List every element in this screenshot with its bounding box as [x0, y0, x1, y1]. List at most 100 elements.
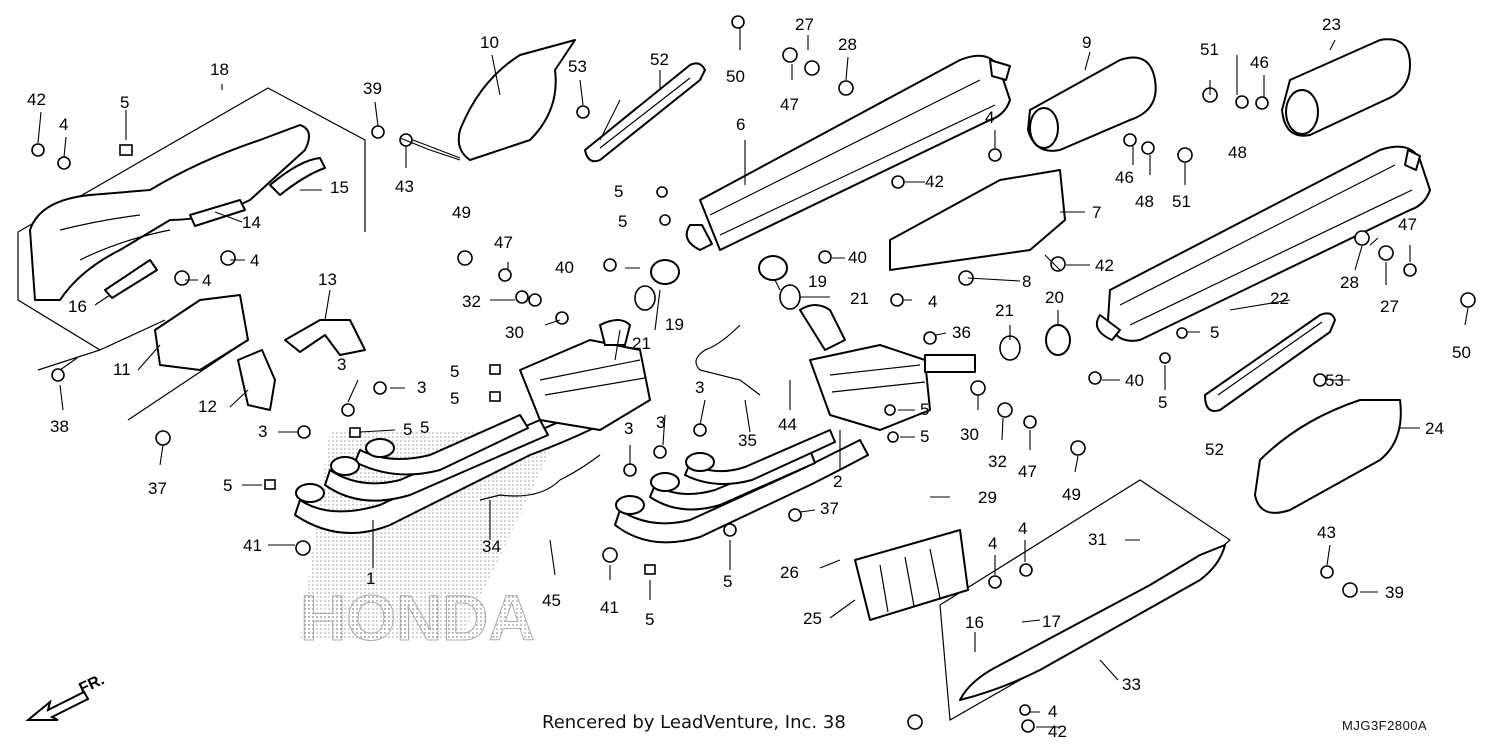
label-43b: 43	[1317, 523, 1336, 542]
label-17: 17	[1042, 612, 1061, 631]
label-25: 25	[803, 609, 822, 628]
label-5d: 5	[920, 400, 929, 419]
label-8: 8	[1022, 272, 1031, 291]
label-39: 39	[363, 79, 382, 98]
label-28: 28	[838, 35, 857, 54]
brackets	[99, 294, 366, 421]
label-36: 36	[952, 323, 971, 342]
label-5m: 5	[450, 389, 459, 408]
label-5g: 5	[645, 610, 654, 629]
label-40b: 40	[848, 248, 867, 267]
label-4c: 4	[988, 534, 997, 553]
cover-9	[1027, 56, 1157, 152]
label-30: 30	[960, 425, 979, 444]
label-16b: 16	[68, 297, 87, 316]
label-14: 14	[242, 213, 261, 232]
label-5l: 5	[450, 362, 459, 381]
label-5n: 5	[420, 418, 429, 437]
label-31: 31	[1088, 530, 1107, 549]
label-43: 43	[395, 177, 414, 196]
guard-10	[457, 39, 576, 161]
label-5k: 5	[618, 212, 627, 231]
label-51: 51	[1200, 40, 1219, 59]
label-35: 35	[738, 431, 757, 450]
label-20: 20	[1045, 288, 1064, 307]
label-40c: 40	[555, 258, 574, 277]
label-4e: 4	[1048, 702, 1057, 721]
label-47: 47	[780, 95, 799, 114]
watermark-text: HONDA	[300, 582, 535, 654]
label-3c: 3	[624, 419, 633, 438]
label-27b: 27	[1380, 297, 1399, 316]
label-29: 29	[978, 488, 997, 507]
grille-52-bottom	[1204, 312, 1336, 412]
clamp-19	[650, 255, 788, 285]
label-12: 12	[198, 397, 217, 416]
heat-shield-18	[17, 87, 366, 371]
cover-23	[1281, 38, 1411, 137]
muffler-22	[1096, 145, 1431, 342]
label-28b: 28	[1340, 273, 1359, 292]
label-53b: 53	[1325, 371, 1344, 390]
label-47c: 47	[1018, 462, 1037, 481]
label-30b: 30	[505, 323, 524, 342]
label-33: 33	[1122, 675, 1141, 694]
label-46b: 46	[1115, 168, 1134, 187]
label-42c: 42	[1095, 256, 1114, 275]
label-50: 50	[726, 67, 745, 86]
label-4b: 4	[985, 108, 994, 127]
label-42d: 42	[1048, 722, 1067, 741]
label-9: 9	[1082, 33, 1091, 52]
label-34: 34	[482, 537, 501, 556]
label-50b: 50	[1452, 343, 1471, 362]
label-5h: 5	[223, 476, 232, 495]
label-1: 1	[366, 569, 375, 588]
label-15: 15	[330, 178, 349, 197]
label-3b: 3	[656, 413, 665, 432]
diagram-code: MJG3F2800A	[1342, 718, 1428, 733]
label-44: 44	[778, 415, 797, 434]
grille-52-top	[584, 62, 706, 163]
label-5i: 5	[403, 420, 412, 439]
label-5: 5	[120, 93, 129, 112]
label-7: 7	[1092, 203, 1101, 222]
label-32b: 32	[462, 292, 481, 311]
label-18: 18	[210, 60, 229, 79]
label-38: 38	[50, 417, 69, 436]
label-41b: 41	[243, 536, 262, 555]
label-21: 21	[995, 301, 1014, 320]
label-48: 48	[1228, 143, 1247, 162]
credit-part-number: 38	[822, 712, 846, 733]
label-5b: 5	[1210, 323, 1219, 342]
label-23: 23	[1322, 15, 1341, 34]
label-42: 42	[27, 90, 46, 109]
label-13: 13	[318, 270, 337, 289]
label-4d: 4	[1018, 519, 1027, 538]
callout-labels: 42 4 5 18 39 43 10 53 52 50 27 28 47 6 9…	[27, 15, 1471, 741]
sensor-wires	[479, 324, 761, 501]
label-16: 16	[965, 613, 984, 632]
label-39b: 39	[1385, 583, 1404, 602]
label-4: 4	[59, 115, 68, 134]
label-10: 10	[480, 33, 499, 52]
label-51b: 51	[1172, 192, 1191, 211]
label-46: 46	[1250, 53, 1269, 72]
credit-text: Rencered by LeadVenture, Inc.	[542, 712, 818, 733]
label-47b: 47	[1398, 215, 1417, 234]
label-5e: 5	[920, 427, 929, 446]
label-45: 45	[542, 591, 561, 610]
label-37b: 37	[148, 479, 167, 498]
label-5j: 5	[614, 182, 623, 201]
label-41: 41	[600, 598, 619, 617]
label-2: 2	[833, 472, 842, 491]
label-40: 40	[1125, 371, 1144, 390]
label-3e: 3	[337, 355, 346, 374]
leader-lines	[37, 28, 1469, 728]
exhaust-pipe-1	[294, 319, 651, 534]
label-48b: 48	[1135, 192, 1154, 211]
label-4g: 4	[250, 251, 259, 270]
shield-7	[889, 169, 1066, 271]
label-32: 32	[988, 452, 1007, 471]
label-22: 22	[1270, 289, 1289, 308]
shield-33	[939, 479, 1231, 721]
